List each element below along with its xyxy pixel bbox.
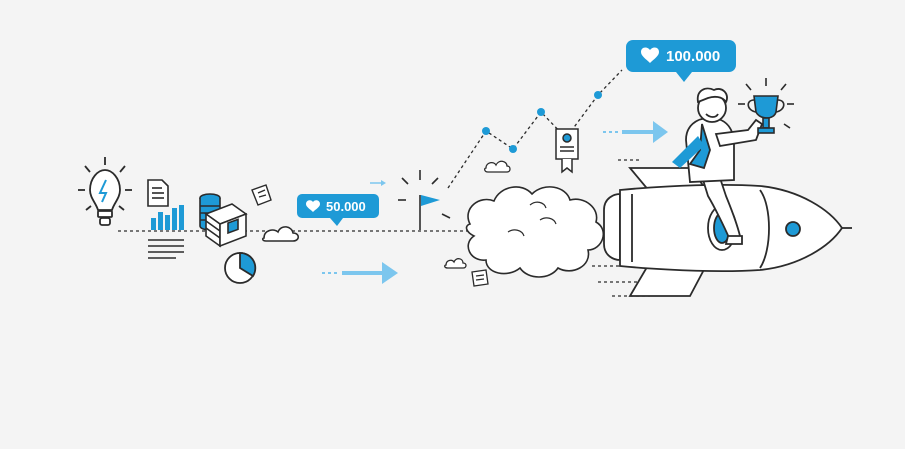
flag-icon xyxy=(398,170,451,230)
trophy-icon xyxy=(738,78,794,134)
likes-bubble-large: 100.000 xyxy=(626,40,736,82)
cloud-small-icon xyxy=(444,258,467,269)
person-icon xyxy=(672,87,764,245)
chart-point xyxy=(594,91,602,99)
likes-large-label: 100.000 xyxy=(666,48,720,65)
smoke-details xyxy=(507,201,557,237)
arrow-upper xyxy=(603,121,668,143)
cloud-small-icon-2 xyxy=(484,160,511,173)
money-stack-icon xyxy=(204,203,248,248)
lightbulb-icon xyxy=(78,157,132,226)
arrow-small xyxy=(370,180,386,186)
heart-icon xyxy=(306,200,320,212)
arrow-lower xyxy=(322,262,398,284)
pie-chart-icon xyxy=(224,252,257,284)
paper-icon xyxy=(251,184,272,206)
rocket-window xyxy=(785,221,801,237)
certificate-icon xyxy=(555,128,579,174)
cloud-icon xyxy=(261,226,299,242)
text-lines-icon xyxy=(148,239,184,259)
heart-icon xyxy=(641,47,659,63)
chart-point xyxy=(537,108,545,116)
likes-small-label: 50.000 xyxy=(326,199,366,214)
likes-bubble-small: 50.000 xyxy=(297,194,379,226)
chart-point xyxy=(509,145,517,153)
chart-point xyxy=(482,127,490,135)
document-icon xyxy=(147,179,169,207)
bar-chart-icon xyxy=(151,205,184,230)
growth-line-chart xyxy=(447,69,623,189)
note-icon xyxy=(471,269,489,287)
smoke-cloud xyxy=(465,186,605,278)
